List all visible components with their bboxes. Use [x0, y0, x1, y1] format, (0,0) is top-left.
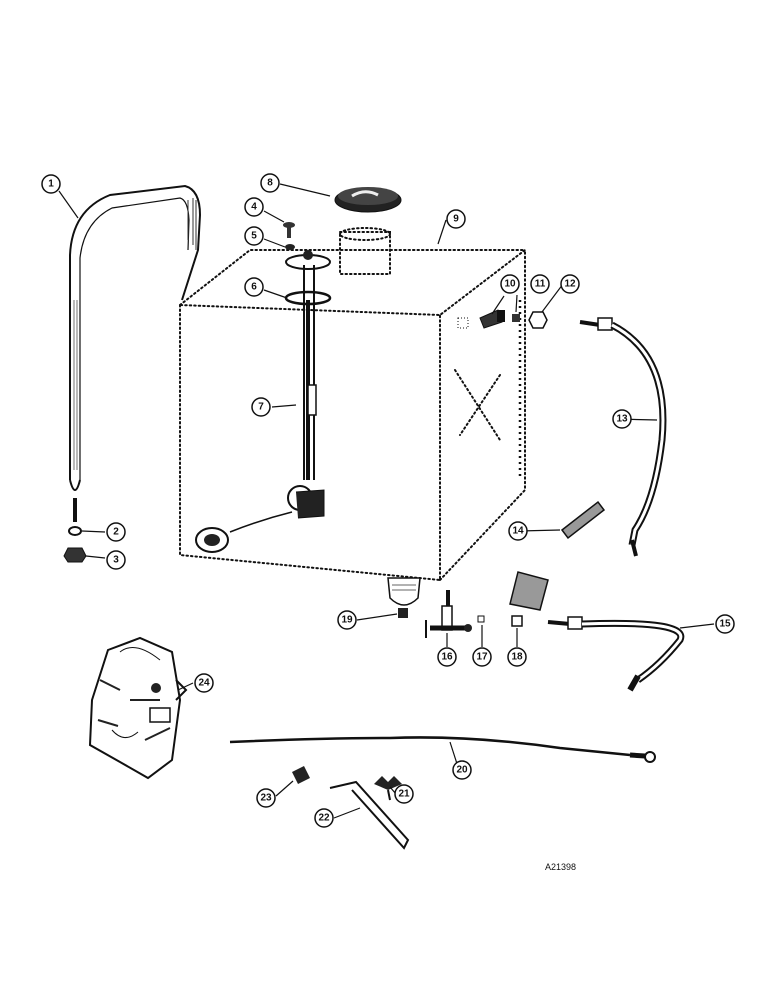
callout-21: 21 [394, 784, 414, 804]
callout-14: 14 [508, 521, 528, 541]
sending-unit [195, 250, 332, 553]
svg-text:14: 14 [512, 526, 524, 537]
svg-text:5: 5 [251, 231, 257, 242]
sediment-bowl [387, 577, 421, 618]
callout-9: 9 [446, 209, 466, 229]
wing-bolt [374, 776, 402, 801]
svg-text:22: 22 [318, 813, 330, 824]
svg-text:16: 16 [441, 652, 453, 663]
callout-18: 18 [507, 647, 527, 667]
control-cable [229, 736, 656, 763]
fuel-tank [177, 227, 528, 582]
svg-text:12: 12 [564, 279, 576, 290]
screw [283, 222, 295, 238]
clamp [292, 766, 310, 784]
callout-11: 11 [530, 274, 550, 294]
callout-5: 5 [244, 226, 264, 246]
svg-text:20: 20 [456, 765, 468, 776]
tank-strap [69, 184, 202, 522]
svg-text:10: 10 [504, 279, 516, 290]
nut-fitting [528, 311, 548, 329]
fuel-line-upper [579, 317, 667, 557]
svg-text:11: 11 [535, 279, 546, 290]
clip [511, 615, 523, 627]
svg-text:19: 19 [341, 615, 353, 626]
svg-text:8: 8 [267, 178, 273, 189]
callout-20: 20 [452, 760, 472, 780]
svg-text:3: 3 [113, 555, 119, 566]
lock-washer [285, 244, 295, 250]
svg-text:21: 21 [398, 789, 410, 800]
bracket [329, 780, 410, 850]
svg-text:1: 1 [48, 179, 54, 190]
callout-16: 16 [437, 647, 457, 667]
callout-10: 10 [500, 274, 520, 294]
svg-text:15: 15 [719, 619, 731, 630]
callout-24: 24 [194, 673, 214, 693]
svg-text:9: 9 [453, 214, 459, 225]
svg-text:2: 2 [113, 527, 119, 538]
filter-pads [509, 500, 606, 611]
svg-text:6: 6 [251, 282, 257, 293]
callout-13: 13 [612, 409, 632, 429]
shutoff-valve [425, 590, 472, 638]
drawing-code: A21398 [545, 862, 576, 872]
connector [512, 314, 520, 322]
svg-text:17: 17 [476, 652, 488, 663]
svg-text:4: 4 [251, 202, 257, 213]
gasket-small [477, 615, 485, 623]
callout-15: 15 [715, 614, 735, 634]
callout-8: 8 [260, 173, 280, 193]
callout-22: 22 [314, 808, 334, 828]
callout-6: 6 [244, 277, 264, 297]
callout-2: 2 [106, 522, 126, 542]
elbow-fitting [479, 309, 505, 329]
svg-text:24: 24 [198, 678, 210, 689]
filler-cap [334, 187, 402, 213]
callout-19: 19 [337, 610, 357, 630]
governor-housing [88, 636, 188, 780]
callout-23: 23 [256, 788, 276, 808]
washer [68, 526, 82, 536]
callout-1: 1 [41, 174, 61, 194]
callout-17: 17 [472, 647, 492, 667]
svg-text:7: 7 [258, 402, 264, 413]
tank-port [457, 317, 469, 329]
svg-text:18: 18 [511, 652, 523, 663]
svg-text:23: 23 [260, 793, 272, 804]
svg-text:13: 13 [616, 414, 628, 425]
callout-7: 7 [251, 397, 271, 417]
callout-4: 4 [244, 197, 264, 217]
hex-nut [63, 547, 87, 563]
callout-12: 12 [560, 274, 580, 294]
callout-3: 3 [106, 550, 126, 570]
fuel-line-lower [547, 616, 685, 692]
